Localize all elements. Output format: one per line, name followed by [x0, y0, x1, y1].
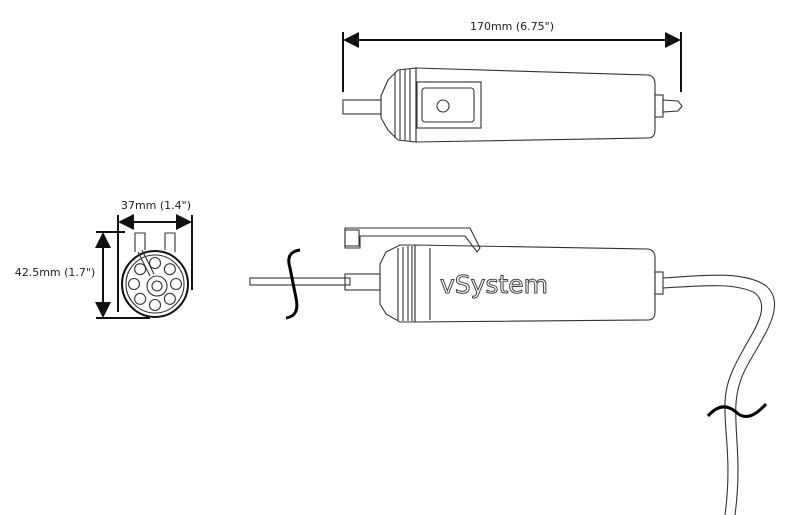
ring-hole [169, 277, 183, 291]
cable-inner [662, 285, 763, 515]
knurl-lines [394, 69, 411, 141]
break-symbol-left [285, 248, 301, 320]
body [414, 244, 656, 323]
height-dimension-label: 42.5mm (1.7") [15, 266, 96, 279]
clip [421, 87, 475, 123]
end-view: 37mm (1.4") 42.5mm (1.7") [15, 199, 193, 319]
cable-stub [342, 99, 382, 115]
brand-label: vSystem [440, 270, 548, 299]
top-view: 170mm (6.75") [342, 20, 683, 143]
connector-inner [151, 280, 163, 292]
knurled-ring [121, 250, 189, 318]
ring-hole [163, 263, 176, 276]
end-nut [654, 94, 664, 118]
ring-hole [134, 292, 147, 305]
clip-screw [436, 99, 450, 113]
connector-outer [146, 275, 168, 297]
knurl-lines [397, 246, 413, 321]
cable-outer [662, 274, 776, 515]
clip-tip [344, 229, 360, 247]
ring-hole [163, 292, 176, 305]
side-clip [344, 227, 481, 253]
width-dimension-label: 37mm (1.4") [121, 199, 191, 212]
side-view: vSystem [249, 227, 776, 515]
clip-lever [137, 249, 155, 277]
ring-hole [127, 277, 141, 291]
ring-hole [134, 263, 147, 276]
length-dimension-label: 170mm (6.75") [470, 20, 554, 33]
ring-hole [148, 256, 162, 270]
ring-inner [125, 254, 185, 314]
body [415, 67, 656, 143]
end-nut [654, 271, 664, 295]
knurled-cap [380, 67, 417, 143]
clip-outer [416, 81, 482, 129]
ring-hole [148, 298, 162, 312]
break-symbol-right [706, 402, 768, 418]
ring-holes [127, 256, 183, 312]
end-nib [662, 99, 683, 113]
left-cable [249, 277, 351, 286]
clip-tabs [134, 232, 176, 252]
